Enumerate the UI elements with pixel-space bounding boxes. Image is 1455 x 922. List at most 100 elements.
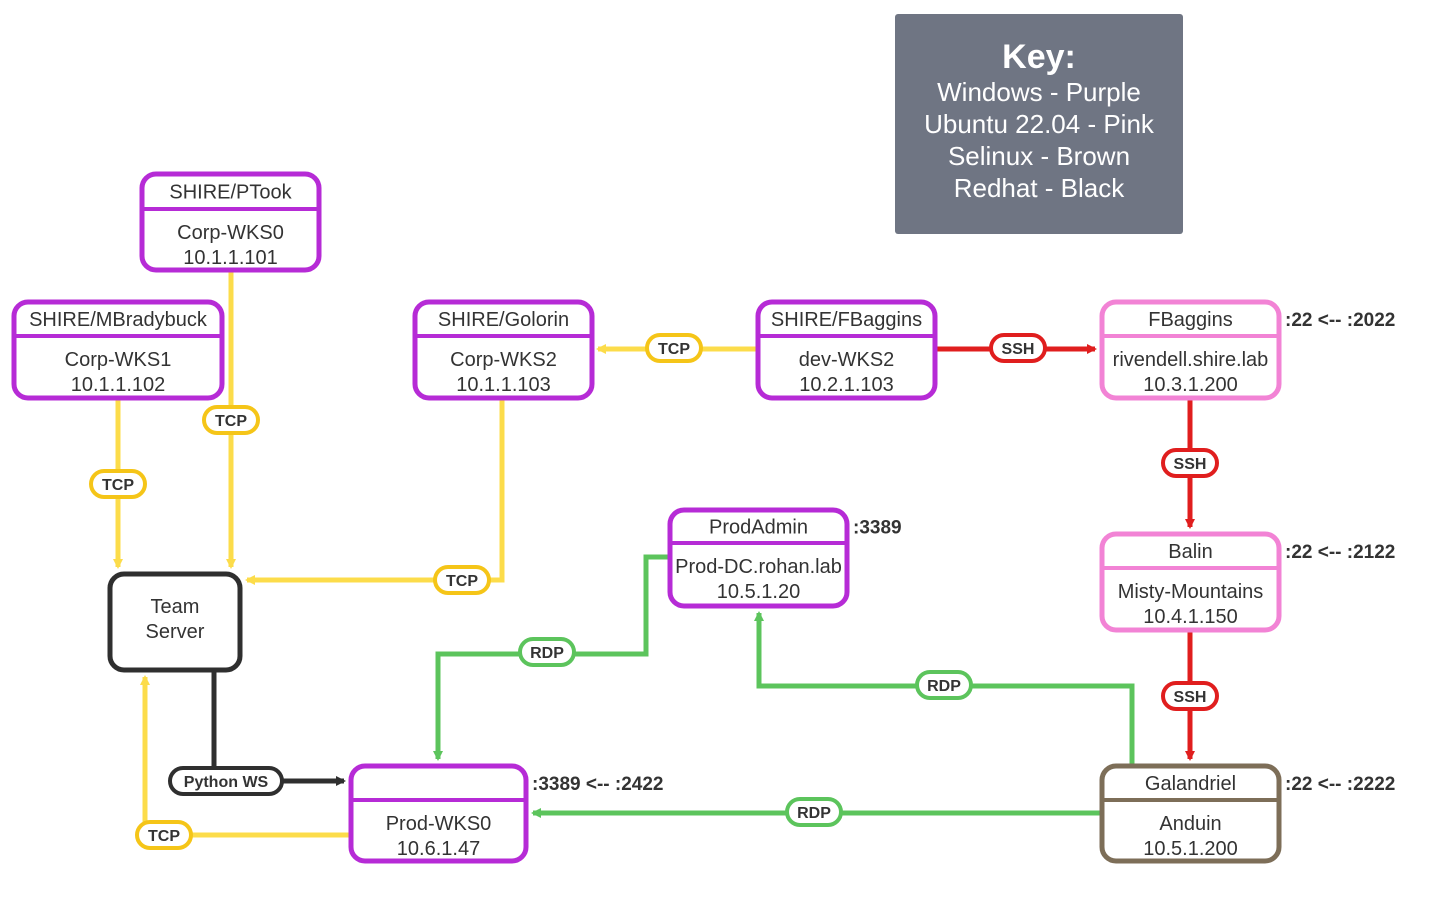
- edge-label-text: TCP: [102, 477, 134, 494]
- node-hostname: dev-WKS2: [799, 349, 895, 371]
- ssh-edge-label: SSH: [1161, 448, 1219, 478]
- legend-redhat: Redhat - Black: [953, 173, 1125, 203]
- node-hostname: Anduin: [1159, 813, 1221, 835]
- node-box: [667, 507, 850, 609]
- python-ws-edge-label: Python WS: [168, 766, 284, 796]
- edge-labels-layer: TCP TCP TCP TCP SSH SSH SSH RDP RDP RDP Python WS T…: [89, 333, 1219, 850]
- edge-prodadmin-to-prodwks: [433, 554, 670, 761]
- edge-label-pill: [518, 637, 576, 667]
- legend-windows: Windows - Purple: [937, 77, 1141, 107]
- node-hostname: Corp-WKS2: [450, 349, 557, 371]
- edge-label-text: Python WS: [184, 774, 269, 791]
- node-hostname: Corp-WKS1: [65, 349, 172, 371]
- tcp-edge-label: TCP: [433, 565, 491, 595]
- legend-key: Key: Windows - Purple Ubuntu 22.04 - Pin…: [895, 14, 1183, 234]
- port-forward-label: :3389: [853, 518, 902, 539]
- node-prodwks: Prod-WKS0 10.6.1.47 :3389 <-- :2422: [348, 763, 664, 864]
- node-header: ProdAdmin: [709, 517, 808, 539]
- ssh-edge-label: SSH: [989, 333, 1047, 363]
- node-header: FBaggins: [1148, 309, 1233, 331]
- edge-label-text: RDP: [797, 805, 831, 822]
- edge-label-pill: [168, 766, 284, 796]
- node-box: [1099, 763, 1282, 864]
- node-header: Balin: [1168, 541, 1212, 563]
- node-header: SHIRE/Golorin: [438, 309, 569, 331]
- node-fbaggins-dev: SHIRE/FBaggins dev-WKS2 10.2.1.103: [755, 299, 938, 401]
- edge-label-pill: [135, 820, 193, 850]
- tcp-edge-label: TCP: [645, 333, 703, 363]
- node-header: SHIRE/PTook: [169, 182, 292, 204]
- edge-label-text: TCP: [215, 413, 247, 430]
- edge-label-pill: [1161, 681, 1219, 711]
- node-header: Galandriel: [1145, 773, 1236, 795]
- edge-label-pill: [645, 333, 703, 363]
- edge-label-pill: [89, 469, 147, 499]
- edge-label-pill: [1161, 448, 1219, 478]
- edge-label-pill: [915, 670, 973, 700]
- legend-ubuntu: Ubuntu 22.04 - Pink: [924, 109, 1154, 139]
- edge-label-text: TCP: [446, 573, 478, 590]
- edge-label-text: SSH: [1174, 689, 1207, 706]
- node-hostname: Corp-WKS0: [177, 222, 284, 244]
- node-hostname: rivendell.shire.lab: [1113, 349, 1269, 371]
- edge-label-text: SSH: [1002, 341, 1035, 358]
- edge-label-text: SSH: [1174, 456, 1207, 473]
- tcp-edge-label: TCP: [135, 820, 193, 850]
- node-box: [11, 299, 225, 401]
- edge-label-text: RDP: [530, 645, 564, 662]
- edge-teamserver-to-prodwks: [211, 670, 346, 786]
- node-ip: 10.1.1.103: [456, 374, 551, 396]
- node-box: [755, 299, 938, 401]
- edge-label-pill: [785, 797, 843, 827]
- node-ip: 10.6.1.47: [397, 838, 480, 860]
- node-hostname: Prod-WKS0: [386, 813, 492, 835]
- tcp-edge-label: TCP: [202, 405, 260, 435]
- node-ip: 10.2.1.103: [799, 374, 894, 396]
- node-hostname: Prod-DC.rohan.lab: [675, 556, 842, 578]
- node-box: [107, 571, 243, 673]
- node-ip: 10.1.1.102: [71, 374, 166, 396]
- port-forward-label: :3389 <-- :2422: [532, 774, 664, 795]
- node-fbaggins-riv: FBagginsrivendell.shire.lab10.3.1.200:22…: [1099, 299, 1395, 401]
- node-ip: 10.3.1.200: [1143, 374, 1238, 396]
- port-forward-label: :22 <-- :2122: [1285, 542, 1395, 563]
- edge-label-pill: [433, 565, 491, 595]
- edge-label-text: RDP: [927, 678, 961, 695]
- node-ip: 10.1.1.101: [183, 247, 278, 269]
- edge-label-pill: [989, 333, 1047, 363]
- rdp-edge-label: RDP: [518, 637, 576, 667]
- edge-prodwks-to-teamserver: [140, 675, 351, 838]
- edge-label-pill: [202, 405, 260, 435]
- node-ip: 10.5.1.200: [1143, 838, 1238, 860]
- tcp-edge-label: TCP: [89, 469, 147, 499]
- rdp-edge-label: RDP: [785, 797, 843, 827]
- node-box: [1099, 299, 1282, 401]
- node-header: SHIRE/MBradybuck: [29, 309, 208, 331]
- edge-golorin-to-teamserver: [245, 398, 505, 585]
- node-header: SHIRE/FBaggins: [771, 309, 922, 331]
- node-box: [1099, 531, 1282, 633]
- node-title-line: Server: [146, 621, 205, 643]
- legend-selinux: Selinux - Brown: [947, 141, 1131, 171]
- ssh-edge-label: SSH: [1161, 681, 1219, 711]
- node-ip: 10.4.1.150: [1143, 606, 1238, 628]
- legend-title: Key:: [1002, 38, 1076, 76]
- node-title-line: Team: [151, 596, 200, 618]
- rdp-edge-label: RDP: [915, 670, 973, 700]
- node-ip: 10.5.1.20: [717, 581, 800, 603]
- node-box: [139, 171, 322, 273]
- port-forward-label: :22 <-- :2222: [1285, 774, 1395, 795]
- edge-label-text: TCP: [148, 828, 180, 845]
- node-box: [348, 763, 529, 864]
- edge-label-text: TCP: [658, 341, 690, 358]
- node-hostname: Misty-Mountains: [1118, 581, 1264, 603]
- node-box: [412, 299, 595, 401]
